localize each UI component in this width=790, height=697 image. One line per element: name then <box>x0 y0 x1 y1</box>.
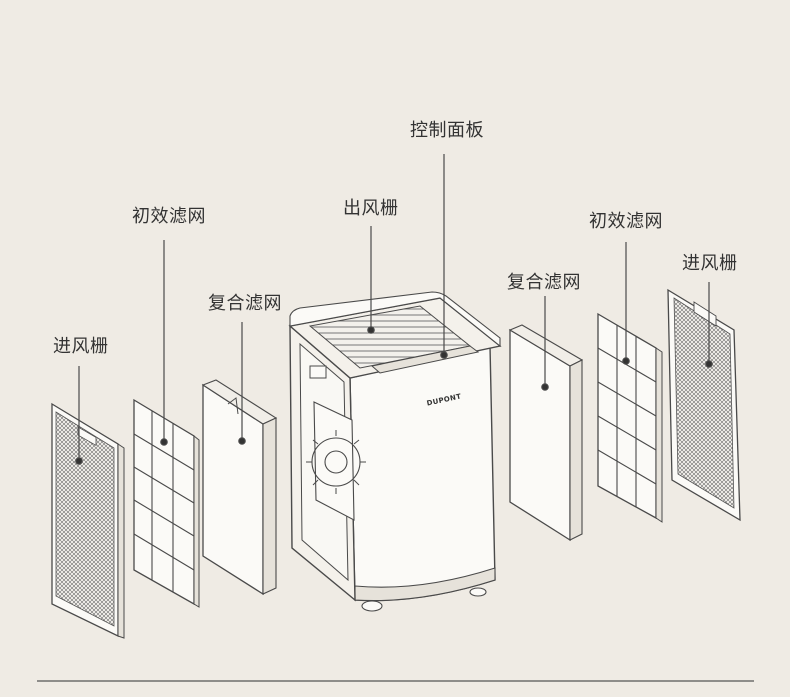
label-primary-filter-right: 初效滤网 <box>589 211 663 233</box>
composite-filter-right <box>510 325 582 540</box>
primary-filter-left <box>134 400 199 607</box>
label-inlet-grille-right: 进风栅 <box>682 253 738 275</box>
purifier-body <box>290 292 500 611</box>
composite-filter-left <box>203 380 276 594</box>
label-control-panel: 控制面板 <box>410 120 484 142</box>
inlet-grille-right <box>668 290 740 520</box>
primary-filter-right <box>598 314 662 522</box>
leader-primary-filter-left <box>161 240 167 445</box>
label-inlet-grille-left: 进风栅 <box>53 336 109 358</box>
label-composite-filter-left: 复合滤网 <box>208 293 282 315</box>
inlet-grille-left <box>52 404 124 638</box>
label-composite-filter-right: 复合滤网 <box>507 272 581 294</box>
label-outlet-grille: 出风栅 <box>343 198 399 220</box>
label-primary-filter-left: 初效滤网 <box>132 206 206 228</box>
